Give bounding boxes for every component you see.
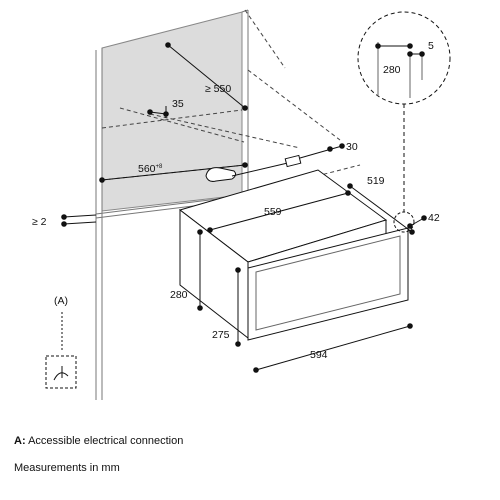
dim-label-550: ≥ 550 [205,83,231,95]
electrical-connection-icon [45,312,77,389]
niche-dashed-outline [101,9,361,196]
dim-line-35 [147,106,169,118]
dim-line-2 [61,214,97,227]
dim-line-594 [253,323,413,373]
marker-a-label: (A) [54,295,68,307]
legend-a-key: A: [14,435,26,447]
dim-line-30 [299,143,345,159]
dim-label-35: 35 [172,98,184,110]
dim-line-42 [407,215,427,229]
dim-line-519 [347,183,415,235]
dim-line-275 [235,267,241,347]
dim-label-560: 560+8 [138,163,163,175]
tall-cabinet-side [95,9,249,400]
dim-label-275: 275 [212,329,230,341]
dim-label-280-side: 280 [170,289,188,301]
dim-line-280-side [197,229,203,311]
detail-label-5: 5 [428,40,434,52]
dim-label-30: 30 [346,141,358,153]
dim-label-559: 559 [264,206,282,218]
appliance-front-panel [247,227,409,341]
dim-label-2: ≥ 2 [32,216,47,228]
legend-accessible-connection: A: Accessible electrical connection [14,435,183,447]
cabinet-niche-back [101,11,243,212]
dim-line-559 [207,190,351,233]
detail-label-280: 280 [383,64,401,76]
legend-a-text: Accessible electrical connection [28,435,184,447]
dim-label-519: 519 [367,175,385,187]
dim-line-550 [165,42,248,111]
dim-line-560 [99,162,248,183]
installation-diagram: ≥ 550 35 560+8 30 [32,9,451,400]
dim-label-42: 42 [428,212,440,224]
legend-units: Measurements in mm [14,462,120,474]
dim-label-594: 594 [310,349,328,361]
power-connector [205,154,302,182]
detail-callout [357,11,451,233]
